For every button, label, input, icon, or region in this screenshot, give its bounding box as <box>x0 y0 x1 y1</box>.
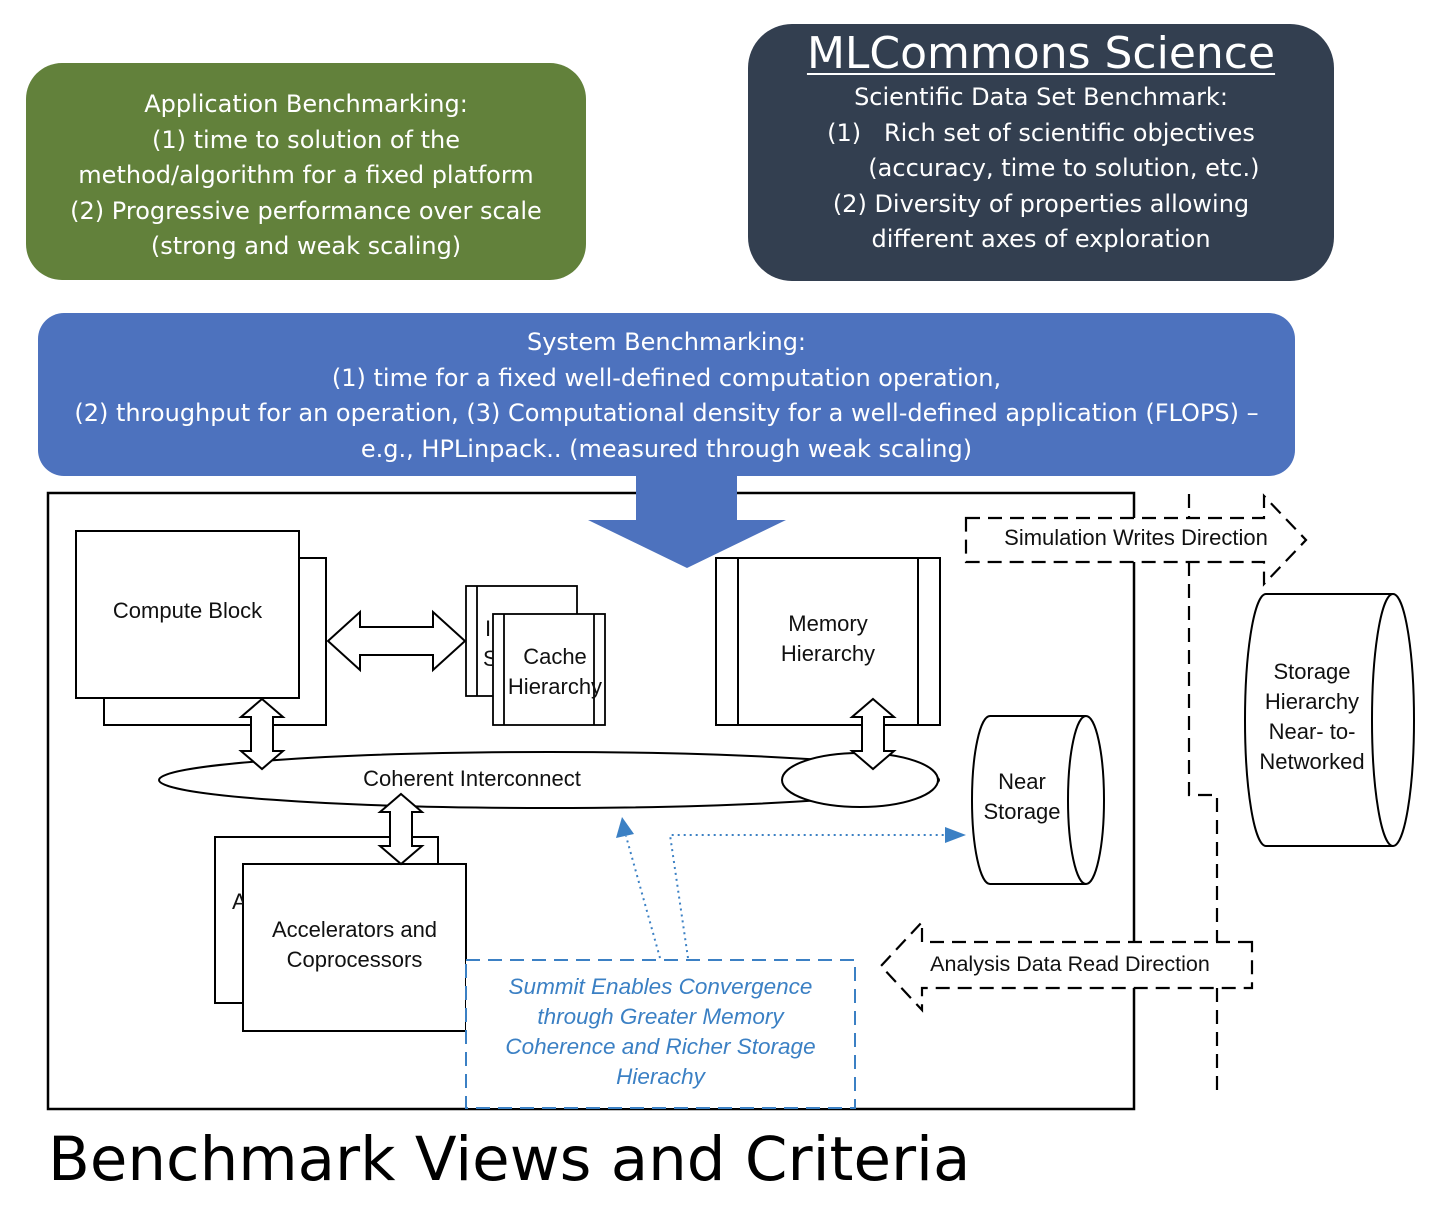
analysis-reads-label: Analysis Data Read Direction <box>930 952 1210 976</box>
mlcommons-title: MLCommons Science <box>806 28 1276 79</box>
near-storage-cylinder <box>971 715 1105 885</box>
accelerators-back-fragment: A <box>232 889 243 914</box>
summit-note-text: Summit Enables Convergence through Great… <box>505 974 816 1089</box>
system-benchmark-line: e.g., HPLinpack.. (measured through weak… <box>360 434 973 463</box>
memory-hierarchy-label: Memory Hierarchy <box>780 611 876 666</box>
app-benchmark-line: method/algorithm for a fixed platform <box>78 161 534 189</box>
system-benchmark-heading: System Benchmarking: <box>526 328 807 356</box>
system-benchmark-line: (1) time for a fixed well-defined comput… <box>331 363 1002 392</box>
interconnect-end-ellipse <box>781 752 939 808</box>
mlcommons-line: (accuracy, time to solution, etc.) <box>822 154 1260 182</box>
app-benchmark-line: (strong and weak scaling) <box>150 232 462 260</box>
mlcommons-line: different axes of exploration <box>871 225 1211 253</box>
system-benchmarking-box: System Benchmarking: (1) time for a fixe… <box>38 313 1295 476</box>
mlcommons-heading: Scientific Data Set Benchmark: <box>854 83 1228 111</box>
analysis-reads-arrow <box>879 919 1254 1013</box>
compute-cache-double-arrow <box>326 609 467 673</box>
storage-hierarchy-cylinder <box>1244 593 1415 847</box>
compute-interconnect-arrow <box>238 697 286 771</box>
coherent-interconnect-label: Coherent Interconnect <box>363 766 581 791</box>
simulation-writes-label: Simulation Writes Direction <box>1004 525 1268 550</box>
application-benchmarking-box: Application Benchmarking: (1) time to so… <box>26 63 586 280</box>
compute-block-label: Compute Block <box>112 598 263 623</box>
near-storage-label: Near Storage <box>983 769 1061 824</box>
storage-hierarchy-label: Storage Hierarchy Near- to- Networked <box>1259 659 1365 774</box>
mlcommons-science-box: MLCommons Science Scientific Data Set Be… <box>748 24 1334 281</box>
simulation-writes-arrow <box>964 493 1308 587</box>
dotted-arrowhead-storage <box>945 827 966 843</box>
app-benchmark-line: (2) Progressive performance over scale <box>70 196 542 225</box>
app-benchmark-heading: Application Benchmarking: <box>144 90 468 118</box>
page-title: Benchmark Views and Criteria <box>48 1124 971 1195</box>
memory-hierarchy-box <box>715 557 941 726</box>
app-benchmark-line: (1) time to solution of the <box>151 125 460 154</box>
cache-hierarchy-label: Cache Hierarchy <box>507 644 603 699</box>
dotted-arrowhead-interconnect <box>616 817 634 838</box>
memory-interconnect-arrow <box>849 697 897 771</box>
summit-note-box <box>465 959 856 1109</box>
accelerators-label: Accelerators and Coprocessors <box>271 917 438 972</box>
mlcommons-line: (2) Diversity of properties allowing <box>832 189 1250 218</box>
system-down-arrow <box>588 470 786 568</box>
accelerators-front-box <box>242 863 467 1032</box>
mlcommons-line: (1) Rich set of scientific objectives <box>827 118 1255 147</box>
cache-front-box <box>492 613 606 726</box>
cache-back-label-fragment: I S <box>483 616 493 671</box>
system-benchmark-line: (2) throughput for an operation, (3) Com… <box>74 399 1259 427</box>
interconnect-accelerators-arrow <box>377 792 425 866</box>
compute-block-box <box>75 530 300 699</box>
